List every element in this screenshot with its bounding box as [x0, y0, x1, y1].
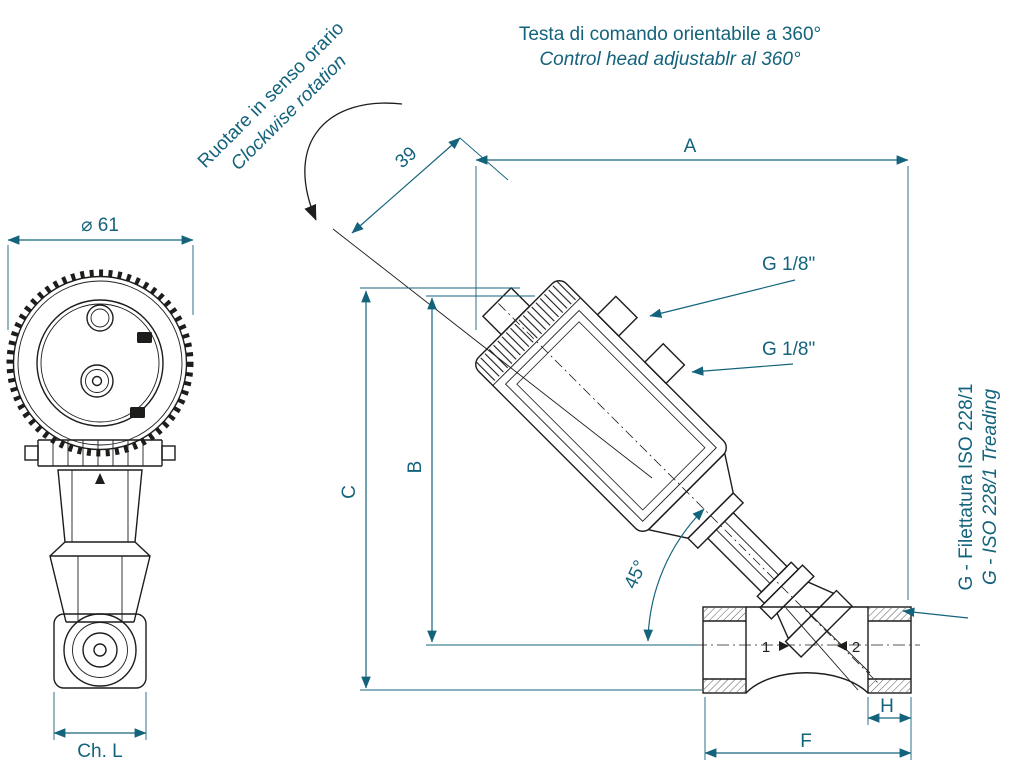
- port-2-number: 2: [852, 639, 860, 656]
- rotation-arc: [304, 102, 403, 221]
- dim-39-line: [351, 137, 461, 234]
- head-tag-lower: [130, 407, 145, 418]
- dim-a-label: A: [684, 136, 697, 157]
- body-left-port: [702, 606, 747, 694]
- air-port-upper: [596, 295, 639, 337]
- seat-line-2: [803, 607, 871, 674]
- port-g18-side-label: G 1/8": [762, 339, 815, 360]
- angle-view-actuator: [474, 279, 880, 685]
- mid-body-front: [49, 541, 151, 623]
- leader-g18-top: [649, 279, 796, 318]
- hex-nut-front: [53, 613, 147, 689]
- title-line-italian: Testa di comando orientabile a 360°: [518, 24, 822, 45]
- axis-pointer-line: [332, 228, 653, 479]
- dim-h-label: H: [880, 696, 894, 717]
- drawing-title: Testa di comando orientabile a 360° Cont…: [460, 22, 880, 72]
- dim-39-label: 39: [392, 143, 422, 173]
- dimension-labels: ⌀ 61 Ch. L A 39 C B 45° G 1/8" G 1/8" F …: [77, 136, 1001, 762]
- head-top-port: [86, 304, 114, 332]
- head-tag-upper: [137, 332, 152, 343]
- dim-f-label: F: [800, 731, 812, 752]
- dim-45-label: 45°: [620, 557, 651, 592]
- angle-view-body: [695, 606, 920, 694]
- head-inner-circle: [36, 299, 164, 427]
- rotation-arrow: [304, 102, 653, 479]
- port-g18-top-label: G 1/8": [762, 254, 815, 275]
- head-knurl-ring: [6, 269, 194, 457]
- dim-c-label: C: [339, 485, 360, 499]
- port-1-number: 1: [762, 639, 770, 656]
- dim-chl-label: Ch. L: [77, 741, 122, 762]
- actuator-centerline: [498, 303, 880, 685]
- dim-45-arc: [643, 508, 705, 642]
- dim-b-label: B: [405, 461, 426, 474]
- actuator-rib-band: [474, 279, 578, 383]
- head-center-port: [80, 364, 114, 398]
- title-line-english: Control head adjustablr al 360°: [539, 49, 801, 70]
- front-view-drawing: [6, 269, 194, 689]
- thread-note-english: G - ISO 228/1 Treading: [980, 389, 1001, 586]
- leader-thread-note: [902, 607, 969, 619]
- dimension-lines: [7, 137, 969, 760]
- body-right-port: [867, 606, 912, 694]
- clamp-ring: [24, 439, 176, 467]
- seat-line-1: [785, 607, 859, 691]
- dim-diameter-label: ⌀ 61: [81, 215, 119, 236]
- air-port-lower: [643, 342, 686, 385]
- bonnet-front: [57, 469, 143, 543]
- piston-tube: [706, 511, 788, 593]
- flow-arrow-port2: [837, 641, 847, 651]
- flow-arrow-port1: [779, 641, 789, 651]
- head-outer-circle: [12, 275, 188, 451]
- leader-g18-side: [691, 363, 794, 376]
- body-waist: [745, 672, 869, 694]
- thread-note-italian: G - Filettatura ISO 228/1: [956, 384, 977, 591]
